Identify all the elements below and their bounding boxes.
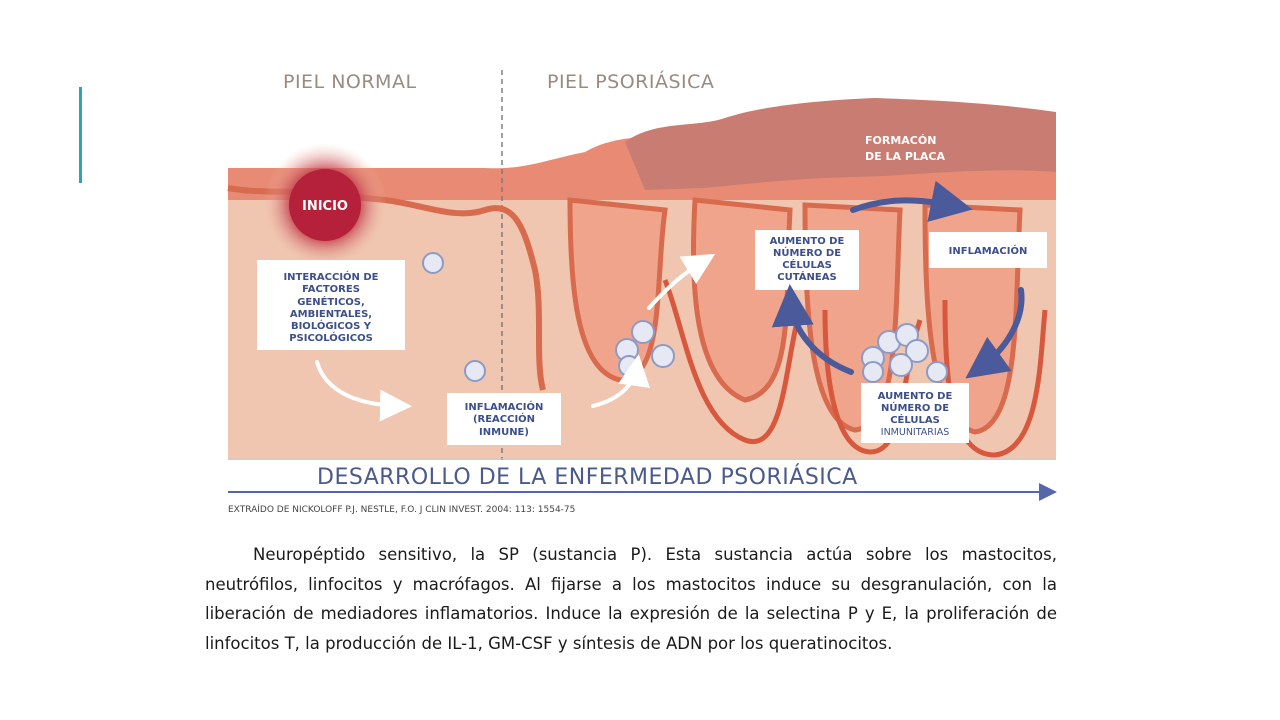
placa-label-1: FORMACÓN xyxy=(865,134,936,147)
psoriasis-diagram: PIEL NORMAL PIEL PSORIÁSICA xyxy=(225,60,1065,520)
box-aumento-cutaneas: AUMENTO DE NÚMERO DE CÉLULAS CUTÁNEAS xyxy=(755,230,859,290)
box-interaccion: INTERACCIÓN DE FACTORES GENÉTICOS, AMBIE… xyxy=(257,260,405,350)
header-normal: PIEL NORMAL xyxy=(283,71,417,93)
svg-text:CUTÁNEAS: CUTÁNEAS xyxy=(777,270,836,283)
svg-text:CÉLULAS: CÉLULAS xyxy=(890,413,940,426)
cycle-arrows xyxy=(771,180,1025,379)
svg-text:(REACCIÓN: (REACCIÓN xyxy=(473,412,535,425)
svg-text:PSICOLÓGICOS: PSICOLÓGICOS xyxy=(289,331,373,344)
svg-text:NÚMERO DE: NÚMERO DE xyxy=(773,246,841,259)
svg-text:INTERACCIÓN DE: INTERACCIÓN DE xyxy=(283,270,378,283)
svg-text:INMUNE): INMUNE) xyxy=(479,427,529,438)
svg-text:CÉLULAS: CÉLULAS xyxy=(782,258,832,271)
svg-text:AUMENTO DE: AUMENTO DE xyxy=(770,236,845,247)
svg-text:GENÉTICOS,: GENÉTICOS, xyxy=(297,295,365,308)
box-inflamacion-inmune: INFLAMACIÓN (REACCIÓN INMUNE) xyxy=(447,393,561,445)
svg-text:AMBIENTALES,: AMBIENTALES, xyxy=(290,309,372,320)
svg-text:INFLAMACIÓN: INFLAMACIÓN xyxy=(949,244,1028,257)
source-citation: EXTRAÍDO DE NICKOLOFF P.J. NESTLE, F.O. … xyxy=(228,503,575,515)
accent-bar xyxy=(79,87,82,183)
placa-label-2: DE LA PLACA xyxy=(865,150,945,163)
development-title: DESARROLLO DE LA ENFERMEDAD PSORIÁSICA xyxy=(317,464,858,490)
box-aumento-inmunitarias: AUMENTO DE NÚMERO DE CÉLULAS INMUNITARIA… xyxy=(861,383,969,443)
flow-arrows xyxy=(315,253,716,422)
inicio-label: INICIO xyxy=(302,199,348,214)
svg-text:AUMENTO DE: AUMENTO DE xyxy=(878,391,953,402)
svg-text:NÚMERO DE: NÚMERO DE xyxy=(881,401,949,414)
svg-text:INMUNITARIAS: INMUNITARIAS xyxy=(881,427,949,438)
inicio-core xyxy=(289,169,361,241)
caption-paragraph: Neuropéptido sensitivo, la SP (sustancia… xyxy=(205,545,1057,653)
svg-text:BIOLÓGICOS Y: BIOLÓGICOS Y xyxy=(291,319,372,332)
header-psoriatic: PIEL PSORIÁSICA xyxy=(547,70,714,93)
svg-text:FACTORES: FACTORES xyxy=(302,284,360,295)
plaque-layer xyxy=(625,98,1056,190)
box-inflamacion: INFLAMACIÓN xyxy=(929,232,1047,268)
svg-text:INFLAMACIÓN: INFLAMACIÓN xyxy=(465,400,544,413)
